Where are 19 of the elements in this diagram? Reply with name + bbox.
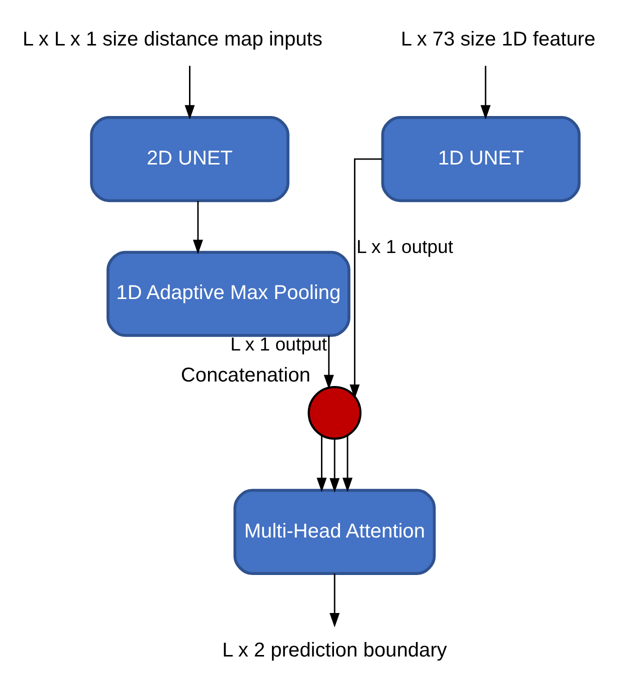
node-box: 1D Adaptive Max Pooling	[106, 250, 350, 337]
arrow	[330, 438, 340, 492]
node-box: Multi-Head Attention	[233, 488, 436, 575]
node-text: L x 73 size 1D feature	[400, 28, 596, 50]
arrow	[324, 336, 334, 390]
arrow	[330, 574, 340, 628]
arrow	[184, 66, 195, 120]
node-text: L x 2 prediction boundary	[222, 639, 447, 662]
node-label: Concatenation	[180, 364, 310, 387]
arrow	[480, 66, 491, 120]
node-box: 2D UNET	[90, 116, 290, 202]
node-box: 1D UNET	[381, 116, 581, 202]
edge-label: L x 1 output	[356, 236, 454, 258]
arrow	[350, 158, 382, 399]
node-text: L x L x 1 size distance map inputs	[22, 28, 322, 50]
node-circle	[308, 386, 362, 440]
arrow	[342, 435, 353, 492]
arrow	[316, 435, 327, 492]
arrow	[192, 200, 203, 254]
